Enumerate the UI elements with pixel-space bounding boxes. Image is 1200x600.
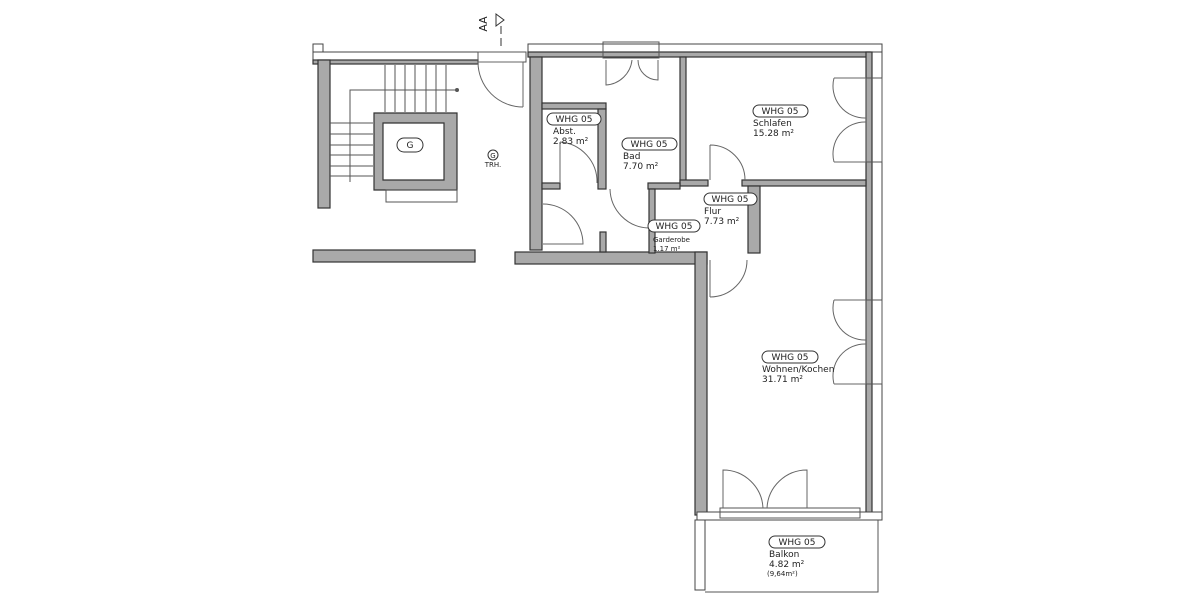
elevator-label: G: [407, 141, 414, 151]
room-tag: WHG 05: [631, 140, 668, 150]
room-area: 7.73 m²: [704, 217, 740, 227]
room-name: Balkon: [769, 550, 799, 560]
room-label-schlafen: WHG 05 Schlafen 15.28 m²: [752, 104, 809, 139]
room-area: 2.83 m²: [553, 137, 589, 147]
section-marker: AA: [477, 13, 505, 46]
room-tag: WHG 05: [762, 107, 799, 117]
room-label-balkon: WHG 05 Balkon 4.82 m² (9,64m²): [767, 535, 826, 578]
room-name: Bad: [623, 152, 640, 162]
elevator: G: [373, 112, 458, 203]
room-label-garderobe: WHG 05 Garderobe 1.17 m²: [647, 219, 701, 253]
room-name: Garderobe: [653, 236, 690, 244]
section-arrow-icon: [495, 13, 505, 27]
room-tag: WHG 05: [712, 195, 749, 205]
room-name: Flur: [704, 207, 721, 217]
room-label-wohnen-kochen: WHG 05 Wohnen/Kochen 31.71 m²: [761, 350, 834, 385]
room-note: (9,64m²): [767, 570, 798, 578]
stair-sublabel: TRH.: [484, 161, 502, 169]
room-area: 15.28 m²: [753, 129, 794, 139]
room-label-flur: WHG 05 Flur 7.73 m²: [703, 192, 758, 227]
apartment-walls: [514, 41, 883, 593]
room-label-bad: WHG 05 Bad 7.70 m²: [621, 137, 678, 172]
room-tag: WHG 05: [556, 115, 593, 125]
stairwell: G G TRH.: [312, 43, 527, 263]
staircase: [330, 65, 459, 182]
room-name: Wohnen/Kochen: [762, 365, 834, 375]
room-area: 1.17 m²: [653, 245, 681, 253]
room-label-abst: WHG 05 Abst. 2.83 m²: [546, 112, 602, 147]
room-tag: WHG 05: [772, 353, 809, 363]
room-area: 7.70 m²: [623, 162, 659, 172]
room-tag: WHG 05: [779, 538, 816, 548]
section-label: AA: [477, 16, 490, 32]
room-area: 4.82 m²: [769, 560, 805, 570]
room-area: 31.71 m²: [762, 375, 803, 385]
stair-symbol: G: [490, 152, 495, 160]
room-tag: WHG 05: [656, 222, 693, 232]
room-name: Abst.: [553, 127, 576, 137]
room-name: Schlafen: [753, 119, 792, 129]
